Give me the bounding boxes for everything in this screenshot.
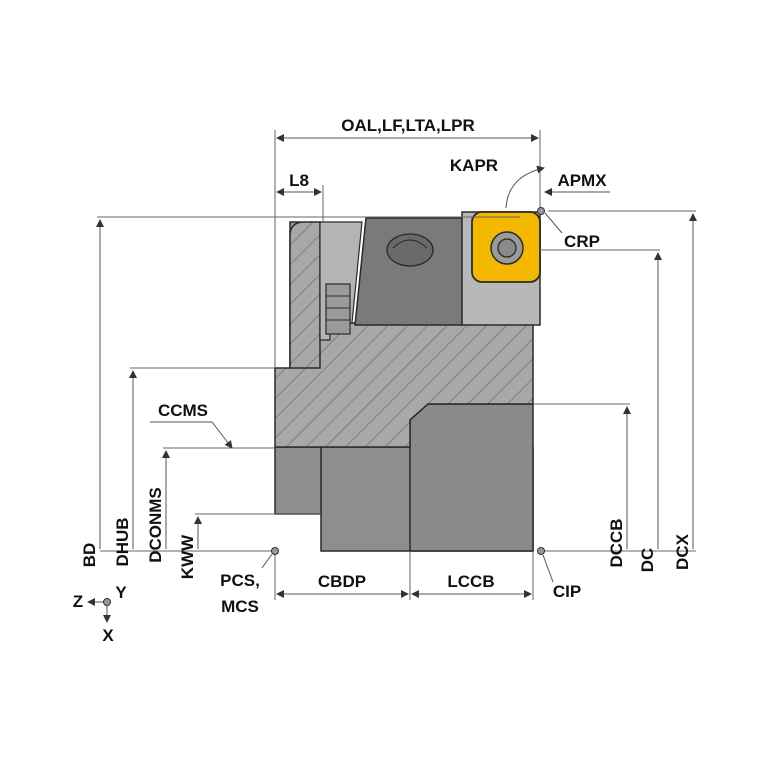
hatched-shoulder [289, 221, 321, 369]
labels: OAL,LF,LTA,LPR L8 KAPR APMX CRP CCMS BD … [73, 116, 692, 645]
pcs-label: PCS, [220, 571, 260, 590]
dccb-label: DCCB [607, 518, 626, 567]
bd-label: BD [80, 543, 99, 568]
axis-y-label: Y [115, 583, 127, 602]
counterbore [409, 403, 534, 552]
apmx-label: APMX [557, 171, 607, 190]
dc-label: DC [638, 548, 657, 573]
oal-label: OAL,LF,LTA,LPR [341, 116, 474, 135]
cbdp-label: CBDP [318, 572, 366, 591]
ccms-label: CCMS [158, 401, 208, 420]
dhub-label: DHUB [113, 517, 132, 566]
kapr-label: KAPR [450, 156, 498, 175]
pcs-point [271, 547, 279, 555]
kww-label: KWW [178, 534, 197, 579]
cip-point [537, 547, 545, 555]
dimension-lines [96, 130, 697, 600]
axis-x-label: X [102, 626, 114, 645]
cip-label: CIP [553, 582, 581, 601]
l8-label: L8 [289, 171, 309, 190]
dcx-label: DCX [673, 533, 692, 570]
crp-label: CRP [564, 232, 600, 251]
dconms-label: DCONMS [146, 487, 165, 563]
axis-symbol [87, 598, 111, 623]
clamp-screw [325, 283, 351, 335]
crp-point [537, 207, 545, 215]
tool-body [274, 211, 541, 552]
reference-points [271, 207, 545, 555]
lccb-label: LCCB [447, 572, 494, 591]
insert-screw-inner [497, 238, 517, 258]
pocket-hole [386, 233, 434, 267]
mcs-label: MCS [221, 597, 259, 616]
axis-z-label: Z [73, 592, 83, 611]
